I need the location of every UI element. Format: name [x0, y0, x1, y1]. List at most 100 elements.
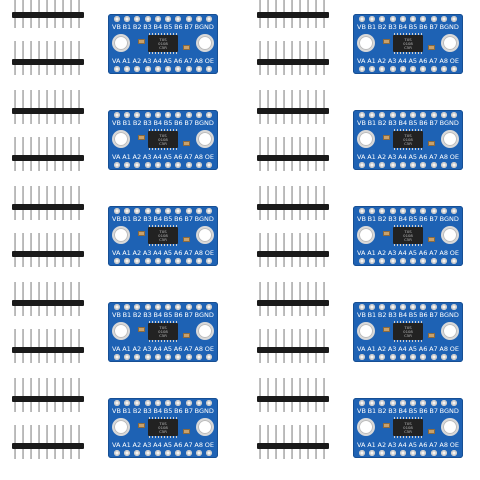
- chip-leg: [158, 417, 159, 419]
- pin-hole: [359, 450, 365, 456]
- pin-label: A7: [184, 441, 193, 449]
- header-pin: [299, 114, 301, 124]
- chip-leg: [149, 321, 150, 323]
- chip-leg: [161, 225, 162, 227]
- pin-hole: [124, 258, 131, 264]
- chip-leg: [161, 244, 162, 246]
- chip-leg: [403, 148, 404, 150]
- pin-label: A8: [439, 153, 448, 161]
- pin-hole: [399, 112, 406, 118]
- chip-leg: [167, 33, 168, 35]
- pin-label: B5: [408, 215, 418, 223]
- pin-label: BGND: [194, 215, 214, 223]
- header-pin: [22, 137, 24, 155]
- pin-hole: [450, 162, 457, 168]
- chip-leg: [403, 129, 404, 131]
- header-pin: [70, 282, 72, 300]
- chip-leg: [406, 436, 407, 438]
- chip-leg: [403, 321, 404, 323]
- header-pin: [291, 353, 293, 363]
- pin-label: B5: [163, 119, 173, 127]
- chip-leg: [164, 340, 165, 342]
- chip-leg: [164, 436, 165, 438]
- capacitor: [383, 231, 390, 236]
- pin-hole: [154, 304, 161, 310]
- chip-leg: [409, 340, 410, 342]
- header-pin: [54, 257, 56, 267]
- pin-hole: [450, 450, 457, 456]
- pin-label: B5: [163, 407, 173, 415]
- pin-label: B1: [367, 119, 377, 127]
- pin-hole: [144, 16, 151, 22]
- chip-marking-line: C5R: [159, 45, 167, 50]
- header-pin: [299, 210, 301, 220]
- header-pin: [62, 41, 64, 59]
- header-pin: [275, 210, 277, 220]
- bottom-pin-holes: [359, 162, 457, 168]
- chip-legs: [149, 33, 177, 35]
- pin-hole: [165, 258, 172, 264]
- pin-label: B3: [388, 215, 397, 223]
- chip-leg: [409, 244, 410, 246]
- pin-hole: [134, 162, 141, 168]
- header-pin: [267, 282, 269, 300]
- pin-hole: [440, 354, 447, 360]
- header-pin: [315, 90, 317, 108]
- chip-legs: [149, 436, 177, 438]
- pin-hole: [144, 208, 151, 214]
- bottom-pin-holes: [359, 450, 457, 456]
- header-pin: [259, 306, 261, 316]
- header-pin: [22, 329, 24, 347]
- pin-hole: [399, 162, 406, 168]
- chip-leg: [400, 225, 401, 227]
- pin-hole: [114, 400, 120, 406]
- header-pin: [323, 186, 325, 204]
- mounting-hole: [443, 324, 457, 338]
- pin-hole: [144, 112, 151, 118]
- pin-hole: [175, 400, 182, 406]
- header-pin: [62, 402, 64, 412]
- pin-hole: [165, 400, 172, 406]
- pin-label: A7: [184, 57, 193, 65]
- header-pin: [78, 353, 80, 363]
- header-pin: [259, 257, 261, 267]
- pin-label: B6: [419, 215, 428, 223]
- header-pin: [78, 18, 80, 28]
- pin-label: A7: [429, 345, 438, 353]
- chip-leg: [167, 244, 168, 246]
- header-pin: [22, 378, 24, 396]
- header-pin: [78, 186, 80, 204]
- pin-hole: [134, 450, 141, 456]
- header-pin: [259, 186, 261, 204]
- header-pin: [315, 449, 317, 459]
- header-pin: [70, 90, 72, 108]
- chip-leg: [155, 417, 156, 419]
- header-pin: [62, 233, 64, 251]
- header-pin: [323, 0, 325, 12]
- chip-leg: [176, 417, 177, 419]
- header-pin: [267, 90, 269, 108]
- pin-label: A5: [408, 345, 418, 353]
- pin-hole: [450, 354, 457, 360]
- header-pin: [323, 90, 325, 108]
- header-pin: [22, 65, 24, 75]
- pin-hole: [195, 258, 202, 264]
- pin-hole: [165, 16, 172, 22]
- pin-label: B7: [184, 119, 193, 127]
- pin-hole: [399, 208, 406, 214]
- pin-label: B5: [163, 23, 173, 31]
- header-pin: [259, 0, 261, 12]
- pin-label: B2: [132, 119, 142, 127]
- chip-leg: [167, 129, 168, 131]
- chip-leg: [167, 417, 168, 419]
- pin-header-strip: [257, 282, 329, 316]
- chip-leg: [397, 417, 398, 419]
- chip-legs: [394, 33, 422, 35]
- header-pin: [30, 210, 32, 220]
- header-pin: [46, 18, 48, 28]
